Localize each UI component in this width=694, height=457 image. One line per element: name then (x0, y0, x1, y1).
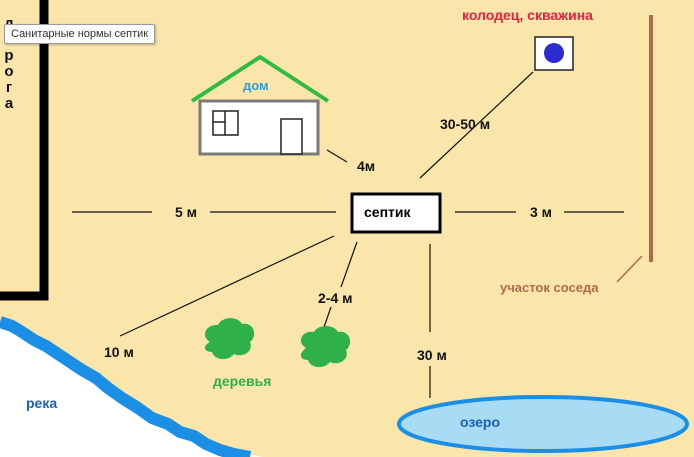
distance-label-left: 5 м (175, 204, 197, 220)
road-label-letter: г (6, 79, 12, 96)
septic-label: септик (364, 204, 411, 220)
house-label: дом (243, 78, 269, 93)
distance-label-neighbor: 3 м (530, 204, 552, 220)
road-label-letter: а (5, 95, 14, 112)
neighbor-pointer-line (616, 255, 643, 283)
image-title-tooltip: Санитарные нормы септик (4, 24, 156, 44)
neighbor-label: участок соседа (500, 280, 599, 295)
road-label-letter: о (4, 63, 13, 80)
distance-line-well (419, 71, 534, 179)
well-label: колодец, скважина (462, 7, 593, 23)
distance-label-river: 10 м (104, 344, 134, 360)
tree-icon (300, 326, 351, 368)
road-label-letter: р (4, 47, 13, 64)
lake (397, 395, 689, 453)
road-border (0, 0, 49, 301)
distance-label-well: 30-50 м (440, 116, 490, 132)
lake-label: озеро (460, 414, 500, 430)
road-label-letter: д (4, 15, 14, 32)
distance-label-lake: 30 м (417, 347, 447, 363)
distance-label-house: 4м (357, 158, 375, 174)
house-roof (190, 55, 330, 103)
trees-label: деревья (213, 373, 271, 389)
river-label: река (26, 395, 57, 411)
river-bank (0, 316, 252, 457)
well-icon (544, 43, 564, 63)
house-door (280, 118, 303, 155)
tree-icon (204, 318, 255, 360)
distance-label-trees: 2-4 м (318, 290, 352, 306)
distance-line-house (326, 149, 348, 163)
distance-line-trees (340, 241, 358, 288)
septic-box (350, 192, 442, 234)
distance-line-river (119, 235, 335, 337)
